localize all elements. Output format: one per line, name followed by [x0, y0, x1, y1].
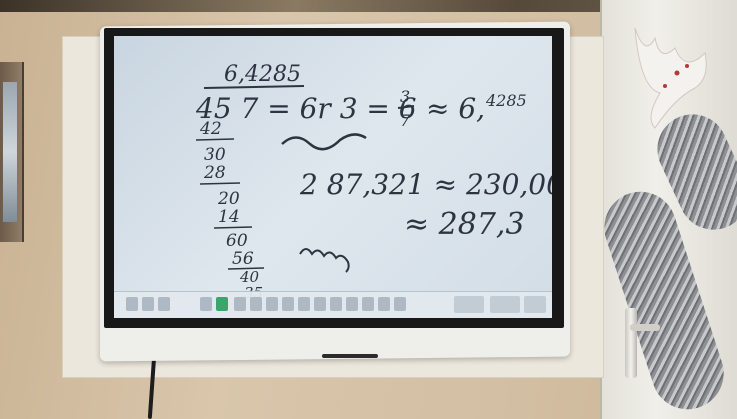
squiggle: [281, 133, 367, 151]
division-step: 28: [203, 163, 226, 183]
toolbar-button[interactable]: [394, 297, 406, 311]
handwriting: 6,4285 45 7 = 6r 3 = 6 3 7 ≈ 6, 4285 2 8…: [195, 62, 552, 302]
division-step: 56: [232, 249, 254, 269]
division-step: 42: [199, 119, 222, 139]
picture: [3, 82, 17, 222]
ceiling-lamp-shadow: [0, 0, 737, 12]
toolbar-button[interactable]: [362, 297, 374, 311]
toolbar-button[interactable]: [266, 297, 278, 311]
smartboard-screen[interactable]: 6,4285 45 7 = 6r 3 = 6 3 7 ≈ 6, 4285 2 8…: [104, 28, 564, 328]
division-step: 60: [226, 231, 248, 251]
division-step: 30: [204, 145, 226, 165]
toolbar-button[interactable]: [314, 297, 326, 311]
toolbar-button[interactable]: [126, 297, 138, 311]
toolbar-button[interactable]: [454, 296, 484, 313]
whiteboard-toolbar: [114, 291, 552, 318]
fraction-denominator: 7: [400, 111, 411, 130]
toolbar-button[interactable]: [142, 297, 154, 311]
toolbar-button[interactable]: [282, 297, 294, 311]
toolbar-button[interactable]: [524, 296, 546, 313]
toolbar-button[interactable]: [330, 297, 342, 311]
toolbar-button[interactable]: [298, 297, 310, 311]
toolbar-button[interactable]: [200, 297, 212, 311]
toolbar-button[interactable]: [158, 297, 170, 311]
door-handle[interactable]: [625, 308, 637, 378]
approx-digits-text: 4285: [485, 91, 527, 110]
reindeer-decoration-icon: [634, 27, 707, 129]
scribble: [299, 248, 350, 273]
toolbar-button[interactable]: [490, 296, 520, 313]
equation-text: 45 7 = 6r 3 = 6: [195, 92, 417, 125]
approx-text: ≈ 6,: [426, 92, 485, 125]
division-step: 40: [239, 268, 260, 286]
result-text: ≈ 287,3: [404, 207, 525, 242]
speaker-grille: [322, 354, 378, 358]
fraction-numerator: 3: [400, 87, 410, 106]
rounding-text: 2 87,321 ≈ 230,000: [299, 168, 552, 201]
picture-frame: [0, 62, 24, 242]
toolbar-button[interactable]: [234, 297, 246, 311]
quotient-text: 6,4285: [224, 62, 301, 87]
toolbar-button[interactable]: [250, 297, 262, 311]
toolbar-button[interactable]: [346, 297, 358, 311]
division-step: 14: [218, 207, 240, 227]
pen-tool-button[interactable]: [216, 297, 228, 311]
whiteboard-canvas[interactable]: 6,4285 45 7 = 6r 3 = 6 3 7 ≈ 6, 4285 2 8…: [114, 36, 552, 318]
division-step: 20: [217, 189, 240, 209]
toolbar-button[interactable]: [378, 297, 390, 311]
door-lever[interactable]: [630, 324, 660, 331]
